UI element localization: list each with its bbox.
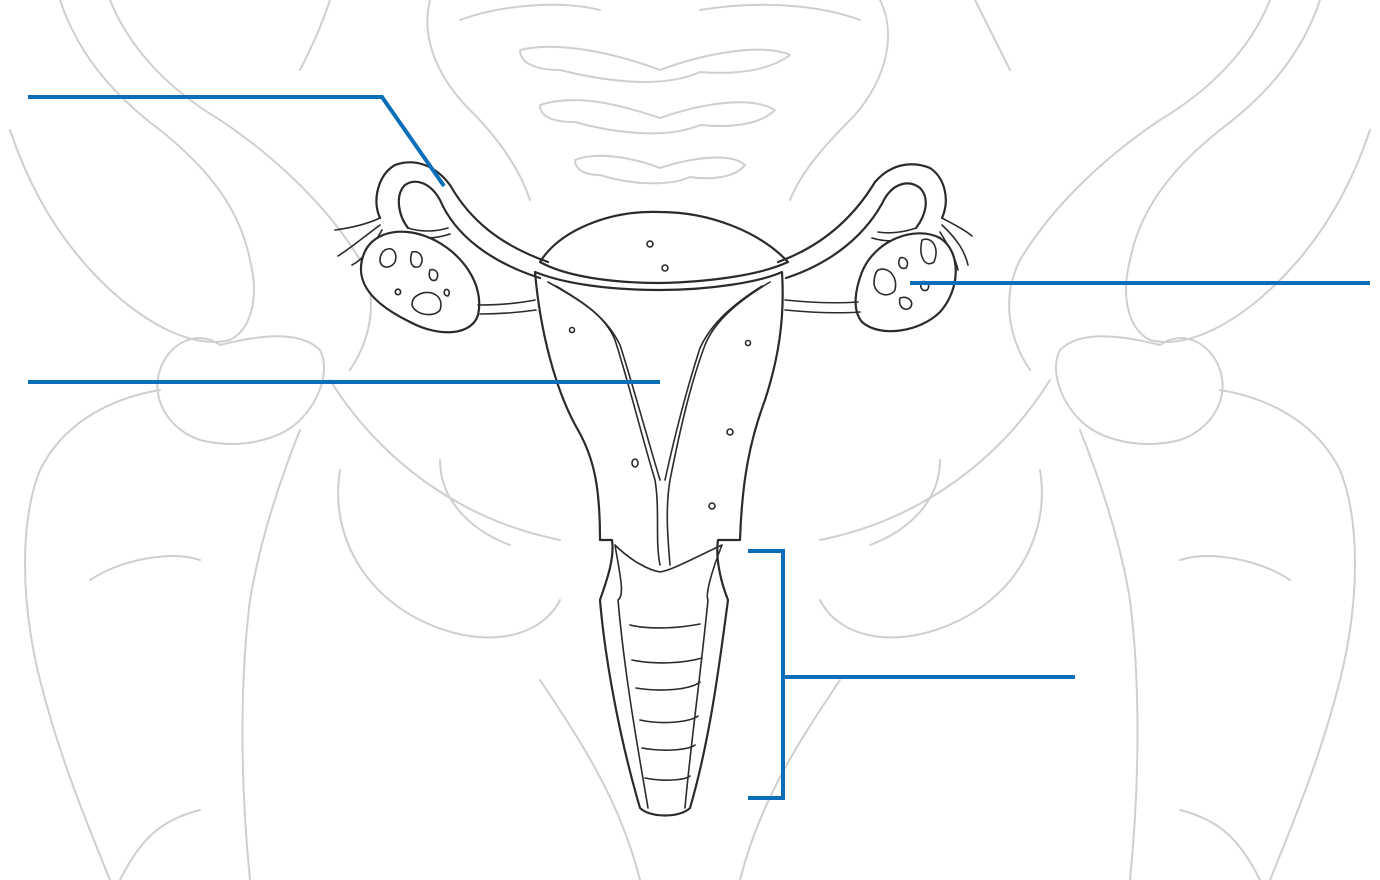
leader-vagina-bracket <box>748 551 783 798</box>
right-femur-inner <box>1080 430 1138 880</box>
left-iliac-inner <box>110 0 371 370</box>
left-femoral-head <box>157 336 324 444</box>
spine-right-contour <box>790 0 888 200</box>
right-femoral-head <box>1056 336 1223 444</box>
left-femur-inner <box>243 430 301 880</box>
ischium-left <box>120 810 200 880</box>
left-trochanter <box>90 556 200 580</box>
left-iliac-wing <box>10 0 254 342</box>
reproductive-organs <box>335 162 972 815</box>
leader-fallopian-tube <box>28 97 444 186</box>
vertebra-3 <box>575 156 745 184</box>
left-ovarian-ligament <box>478 300 536 314</box>
right-ovarian-ligament <box>785 300 860 313</box>
spine-left-contour <box>427 0 530 200</box>
ischium-right <box>1180 810 1260 880</box>
right-iliac-inner <box>1009 0 1270 370</box>
uterus-body <box>535 272 783 816</box>
right-iliac-crest <box>975 0 1010 70</box>
right-femur-outer <box>1220 390 1355 880</box>
vertebra-2 <box>540 100 775 133</box>
left-femur-outer <box>25 390 160 880</box>
vertebra-top <box>460 5 860 20</box>
right-trochanter <box>1180 556 1290 580</box>
uterine-fundus <box>540 212 788 283</box>
left-ovary <box>361 232 479 333</box>
left-iliac-crest <box>300 0 330 70</box>
right-iliac-wing <box>1126 0 1370 342</box>
vertebra-1 <box>520 47 790 82</box>
